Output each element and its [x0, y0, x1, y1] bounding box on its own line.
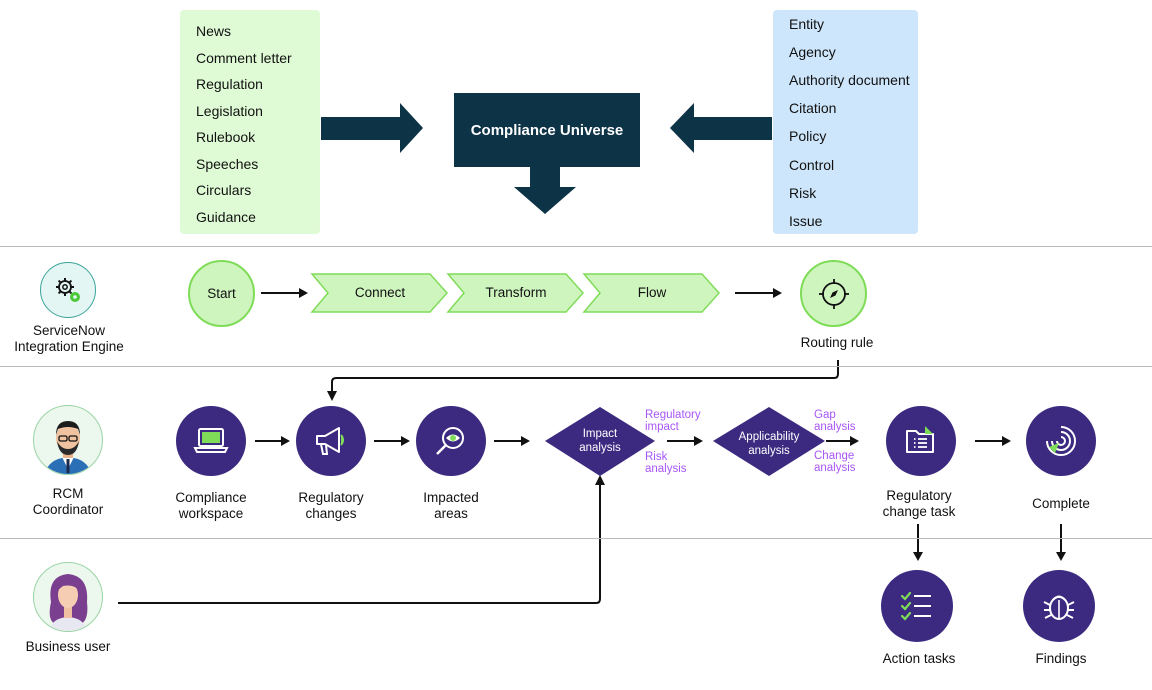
- regulatory-sources-box: News Comment letter Regulation Legislati…: [180, 10, 320, 234]
- megaphone-icon: [316, 427, 344, 455]
- impacted-areas-node: [416, 406, 486, 476]
- impact-analysis-diamond: [545, 407, 655, 476]
- gap-analysis-note: Gap analysis: [814, 409, 856, 433]
- checklist-icon: [900, 591, 931, 621]
- business-user-avatar: [33, 562, 103, 632]
- complete-node: [1026, 406, 1096, 476]
- compliance-workspace-label: Compliance workspace: [156, 490, 266, 522]
- node-label-line: Applicability: [738, 431, 800, 443]
- routing-rule-node: [800, 260, 867, 327]
- record-item: Issue: [789, 213, 823, 229]
- bug-icon: [1043, 595, 1075, 620]
- flow-label: Flow: [637, 285, 667, 300]
- complete-label: Complete: [1032, 496, 1090, 511]
- note-line: Change: [814, 450, 855, 462]
- record-item: Agency: [789, 44, 836, 60]
- record-item: Authority document: [789, 72, 910, 88]
- node-label-line: change task: [882, 504, 956, 519]
- note-line: analysis: [814, 462, 856, 474]
- compass-icon: [818, 278, 849, 309]
- risk-analysis-note: Risk analysis: [645, 451, 687, 475]
- impact-analysis-label: Impact analysis: [555, 427, 645, 455]
- compliance-universe-label: Compliance Universe: [470, 121, 624, 139]
- regulatory-changes-label: Regulatory changes: [276, 490, 386, 522]
- grc-records-box: Entity Agency Authority document Citatio…: [773, 10, 918, 234]
- start-node: Start: [188, 260, 255, 327]
- source-item: News: [196, 23, 232, 39]
- target-icon: [1046, 426, 1076, 456]
- source-item: Rulebook: [196, 129, 256, 145]
- source-item: Legislation: [196, 103, 263, 119]
- source-item: Guidance: [196, 209, 256, 225]
- regulatory-impact-note: Regulatory impact: [645, 409, 701, 433]
- actor-name-line: Coordinator: [32, 502, 104, 517]
- source-item: Speeches: [196, 156, 259, 172]
- node-label-line: Regulatory: [298, 490, 364, 505]
- node-label-line: analysis: [748, 445, 790, 457]
- node-label-line: Impacted: [423, 490, 479, 505]
- node-label-line: Impact: [582, 428, 618, 440]
- compliance-universe-box: Compliance Universe: [454, 93, 640, 167]
- routing-rule-label: Routing rule: [800, 335, 874, 350]
- regulatory-change-task-node: [886, 406, 956, 476]
- impacted-areas-label: Impacted areas: [396, 490, 506, 522]
- change-analysis-note: Change analysis: [814, 450, 856, 474]
- node-label-line: workspace: [178, 506, 244, 521]
- compliance-workspace-node: [176, 406, 246, 476]
- record-item: Policy: [789, 128, 827, 144]
- action-tasks-label: Action tasks: [882, 651, 956, 666]
- node-label-line: Regulatory: [886, 488, 952, 503]
- transform-label: Transform: [485, 285, 547, 300]
- source-item: Regulation: [196, 76, 263, 92]
- lane-divider: [0, 366, 1152, 367]
- record-item: Risk: [789, 185, 817, 201]
- business-user-label: Business user: [25, 639, 111, 654]
- node-label-line: Compliance: [175, 490, 247, 505]
- source-item: Comment letter: [196, 50, 292, 66]
- record-item: Control: [789, 157, 835, 173]
- actor-name-line: Integration Engine: [14, 339, 124, 354]
- laptop-icon: [193, 428, 229, 453]
- record-item: Entity: [789, 16, 825, 32]
- note-line: analysis: [645, 463, 687, 475]
- node-label-line: changes: [305, 506, 357, 521]
- regulatory-changes-node: [296, 406, 366, 476]
- findings-node: [1023, 570, 1095, 642]
- actor-name-line: RCM: [52, 486, 84, 501]
- start-label: Start: [207, 286, 236, 301]
- applicability-analysis-label: Applicability analysis: [719, 430, 819, 458]
- note-line: Regulatory: [645, 409, 701, 421]
- record-item: Citation: [789, 100, 837, 116]
- note-line: Risk: [645, 451, 668, 463]
- big-arrow-down: [514, 167, 576, 214]
- node-label-line: areas: [434, 506, 468, 521]
- connect-label: Connect: [354, 285, 406, 300]
- regulatory-change-task-label: Regulatory change task: [864, 488, 974, 520]
- big-arrow-right: [321, 103, 423, 153]
- lane-divider: [0, 538, 1152, 539]
- action-tasks-node: [881, 570, 953, 642]
- integration-engine-icon: [40, 262, 96, 318]
- note-line: impact: [645, 421, 679, 433]
- big-arrow-left: [670, 103, 772, 153]
- applicability-analysis-diamond: [713, 407, 825, 476]
- magnifier-eye-icon: [436, 427, 464, 455]
- rcm-coordinator-avatar: [33, 405, 103, 475]
- actor-name-line: ServiceNow: [32, 323, 106, 338]
- node-label-line: analysis: [579, 442, 621, 454]
- rcm-coordinator-label: RCM Coordinator: [18, 486, 118, 518]
- folder-list-icon: [906, 426, 934, 453]
- source-item: Circulars: [196, 182, 252, 198]
- integration-engine-label: ServiceNow Integration Engine: [4, 323, 134, 355]
- findings-label: Findings: [1035, 651, 1087, 666]
- note-line: analysis: [814, 421, 856, 433]
- lane-divider: [0, 246, 1152, 247]
- connect-chevron: [310, 273, 449, 313]
- transform-chevron: [446, 273, 585, 313]
- flow-chevron: [582, 273, 721, 313]
- note-line: Gap: [814, 409, 836, 421]
